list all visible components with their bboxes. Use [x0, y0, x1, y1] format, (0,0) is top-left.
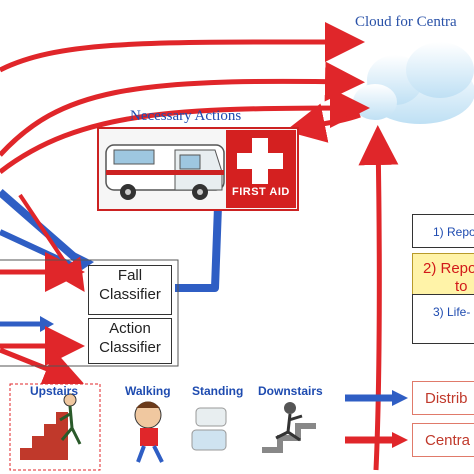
- action-classifier-box: Action Classifier: [88, 318, 172, 364]
- cloud-shape: [353, 42, 474, 124]
- report-item-3: 3) Life-: [412, 294, 474, 344]
- activity-upstairs-label: Upstairs: [30, 384, 79, 398]
- fall-classifier-box: Fall Classifier: [88, 265, 172, 315]
- standing-image: [191, 407, 227, 451]
- upstairs-image: [9, 383, 101, 471]
- activity-standing-label: Standing: [192, 384, 244, 398]
- ambulance-image: [97, 127, 299, 211]
- report-item-2-line1: 2) Repo: [423, 260, 474, 277]
- report-item-1: 1) Repo: [412, 214, 474, 248]
- red-arrow-to-actions: [285, 103, 361, 143]
- walking-image: [134, 401, 164, 463]
- action-classifier-line2: Classifier: [99, 339, 161, 356]
- report-item-2-line2: to: [455, 278, 468, 295]
- red-arrow-diag-top: [18, 193, 85, 292]
- red-arrow-diag-down: [0, 347, 84, 388]
- sensor-box: [0, 259, 179, 367]
- necessary-actions-title: Necessary Actions: [130, 108, 242, 124]
- action-classifier-line1: Action: [109, 320, 151, 337]
- red-arrow-mid: [0, 61, 365, 157]
- output-distributed: Distrib: [412, 381, 474, 415]
- activity-walking-label: Walking: [125, 384, 171, 398]
- red-arrow-top: [0, 21, 365, 73]
- first-aid-label: FIRST AID: [232, 186, 290, 198]
- downstairs-image: [262, 402, 316, 453]
- red-arrow-cloud-down: [358, 125, 399, 471]
- cloud-label: Cloud for Centra: [355, 14, 457, 30]
- output-central: Centra: [412, 423, 474, 457]
- activity-downstairs-label: Downstairs: [258, 384, 323, 398]
- fall-classifier-line1: Fall: [117, 267, 143, 284]
- fall-classifier-line2: Classifier: [99, 286, 161, 303]
- blue-arrow-up: [175, 205, 222, 292]
